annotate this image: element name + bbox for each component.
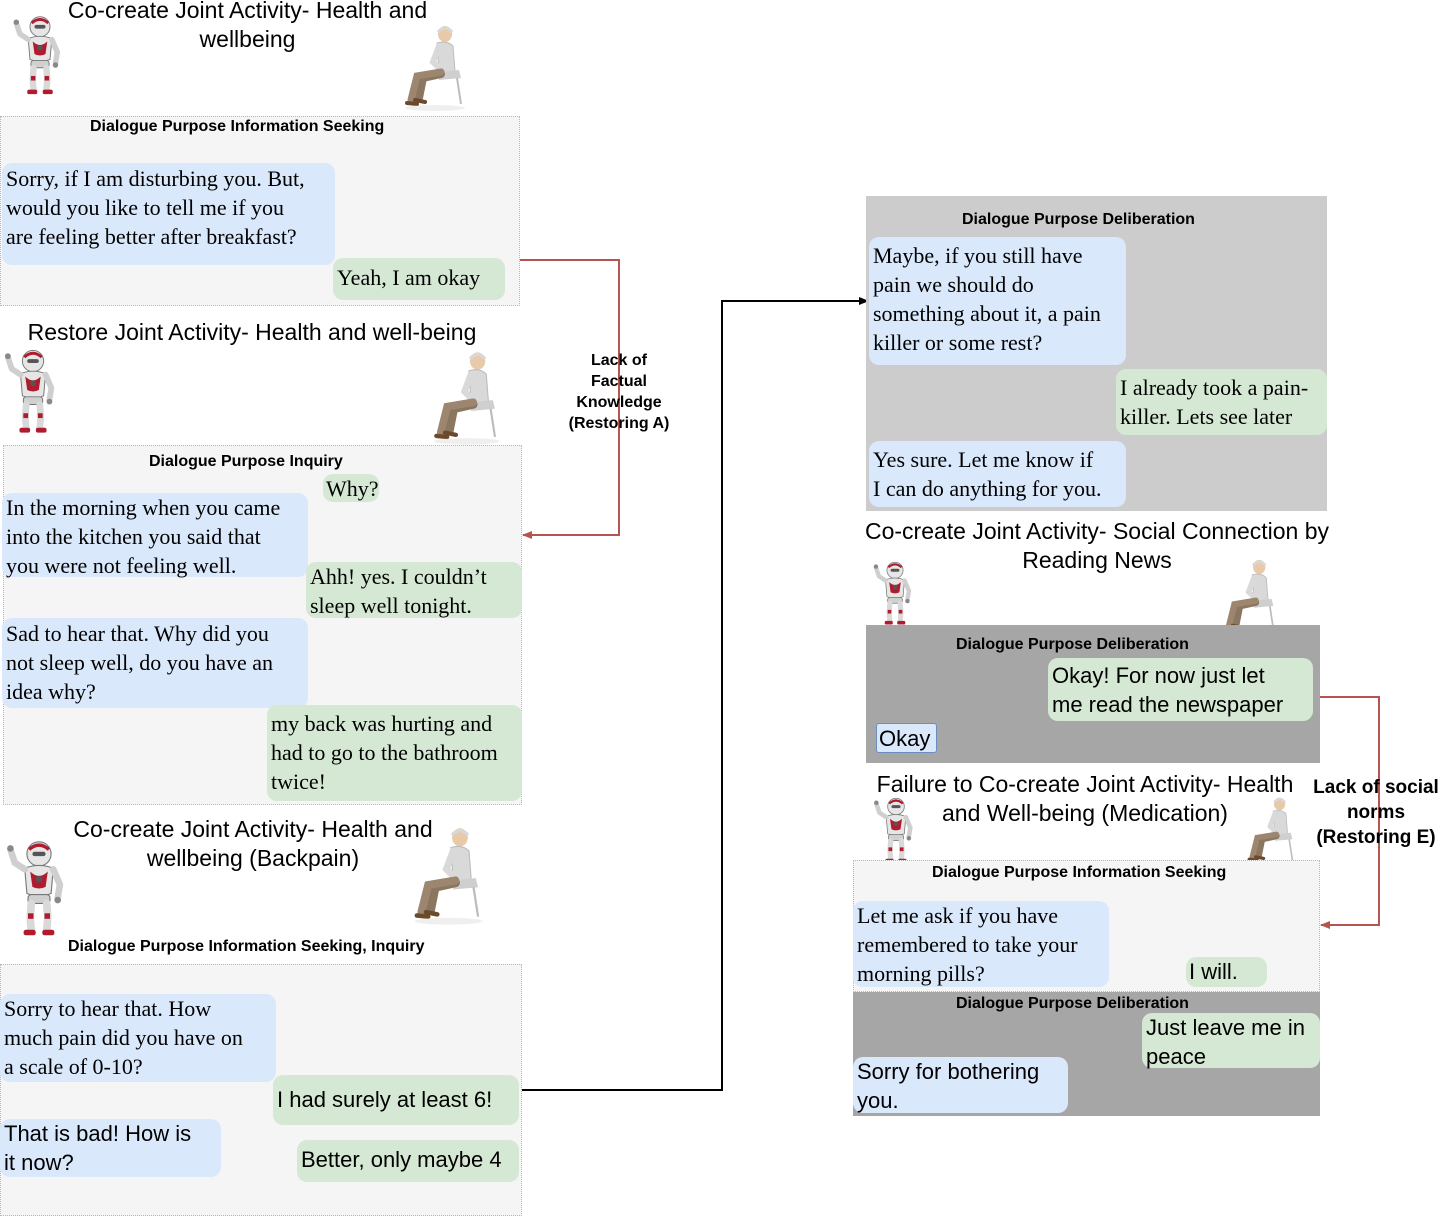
humanoid-robot-icon [7,841,64,936]
human-message-bubble: I had surely at least 6! [273,1075,519,1125]
seated-elderly-man-icon [434,352,500,445]
human-message-bubble: Better, only maybe 4 [297,1140,519,1182]
scene-4-purpose: Dialogue Purpose Deliberation [962,211,1195,228]
backpain-to-deliberation-connector [522,297,869,1091]
human-message-bubble: Why? [323,474,379,502]
humanoid-robot-icon [13,16,61,95]
humanoid-robot-icon [4,349,55,433]
robot-message-bubble: Sorry, if I am disturbing you. But,would… [2,163,335,265]
scene-3-purpose: Dialogue Purpose Information Seeking, In… [68,938,425,955]
restoring-e-connector [1320,696,1380,929]
humanoid-robot-icon [873,561,912,625]
lack-of-factual-knowledge-label: Lack of Factual Knowledge (Restoring A) [568,352,670,432]
scene-5-title: Co-create Joint Activity- Social Connect… [864,518,1330,573]
seated-elderly-man-icon [414,828,483,925]
scene-2-title: Restore Joint Activity- Health and well-… [27,319,477,345]
scene-5-purpose: Dialogue Purpose Deliberation [956,636,1189,653]
robot-message-bubble: Okay [876,723,937,753]
scene-6-title: Failure to Co-create Joint Activity- Hea… [876,771,1294,826]
lack-of-social-norms-label: Lack of social norms (Restoring E) [1313,777,1439,848]
scene-3-title: Co-create Joint Activity- Health and wel… [73,816,433,871]
scene-6-purpose-top: Dialogue Purpose Information Seeking [932,864,1227,881]
human-message-bubble: I will. [1186,957,1267,987]
scene-2-purpose: Dialogue Purpose Inquiry [149,453,343,470]
scene-1-title: Co-create Joint Activity- Health and wel… [67,0,428,52]
restoring-a-connector [520,259,620,539]
humanoid-robot-icon [874,797,913,863]
scene-6-purpose-bottom: Dialogue Purpose Deliberation [956,995,1189,1012]
human-message-bubble: I already took a pain-killer. Lets see l… [1116,369,1327,435]
seated-elderly-man-icon [405,26,465,111]
scene-1-purpose: Dialogue Purpose Information Seeking [90,118,385,135]
human-message-bubble: Yeah, I am okay [333,258,505,300]
